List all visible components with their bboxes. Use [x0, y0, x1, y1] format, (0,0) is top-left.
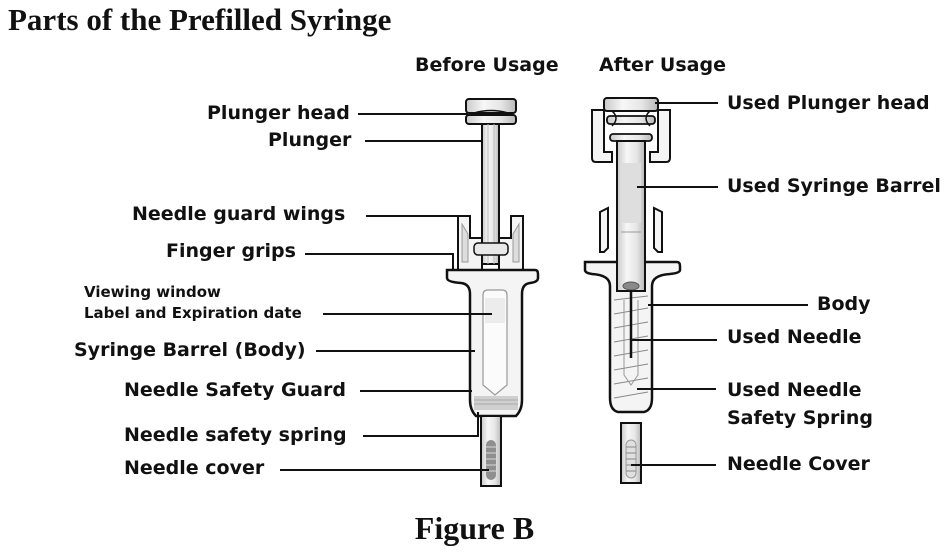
label-plunger-head: Plunger head — [207, 102, 350, 124]
label-used-plunger-head: Used Plunger head — [727, 92, 930, 114]
label-label-expiration: Label and Expiration date — [84, 304, 302, 322]
before-usage-heading: Before Usage — [415, 54, 559, 76]
after-leader-lines — [631, 102, 808, 466]
label-syringe-barrel-body: Syringe Barrel (Body) — [74, 339, 306, 361]
page-title: Parts of the Prefilled Syringe — [8, 2, 392, 37]
label-needle-safety-spring: Needle safety spring — [124, 424, 347, 446]
syringe-before — [445, 98, 540, 487]
label-used-needle-safety-spring-line1: Used Needle — [727, 379, 862, 401]
used-plunger-head-shape — [603, 97, 659, 112]
label-used-syringe-barrel: Used Syringe Barrel — [727, 175, 941, 197]
plunger-head-shape — [465, 98, 517, 125]
label-used-needle: Used Needle — [727, 326, 862, 348]
label-used-needle-safety-spring-line2: Safety Spring — [727, 407, 874, 429]
label-finger-grips: Finger grips — [166, 240, 296, 262]
label-needle-guard-wings: Needle guard wings — [132, 203, 346, 225]
after-usage-heading: After Usage — [599, 54, 726, 76]
label-plunger: Plunger — [268, 129, 352, 151]
figure-caption: Figure B — [414, 510, 535, 546]
label-needle-cover: Needle cover — [124, 457, 265, 479]
before-leader-lines — [280, 113, 492, 471]
label-needle-safety-guard: Needle Safety Guard — [124, 379, 346, 401]
label-needle-cover-after: Needle Cover — [727, 453, 870, 475]
plunger-rod-shape — [481, 123, 500, 265]
label-viewing-window: Viewing window — [84, 283, 221, 301]
leader-needle-safety-spring — [363, 412, 479, 437]
syringe-after — [583, 97, 682, 484]
label-body: Body — [817, 293, 871, 315]
body-shape — [583, 260, 682, 414]
leader-finger-grips — [305, 253, 454, 270]
